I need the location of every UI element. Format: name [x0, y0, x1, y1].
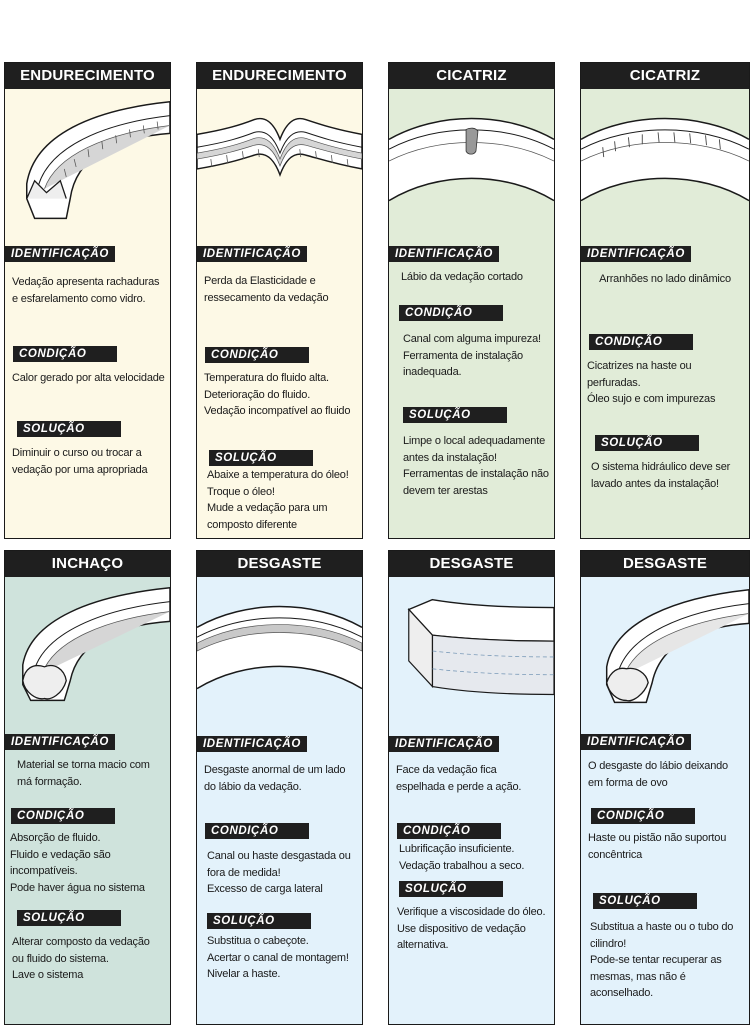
- card-inchaco: INCHAÇO IDENTIFICAÇÃO Material se torna …: [4, 550, 171, 1025]
- card-title: INCHAÇO: [5, 551, 170, 577]
- solucao-label: SOLUÇÃO: [403, 407, 507, 423]
- solucao-text: Diminuir o curso ou trocar a vedação por…: [12, 447, 148, 476]
- solucao-label: SOLUÇÃO: [209, 450, 313, 466]
- seal-block-polished-face-icon: [389, 577, 554, 727]
- card-title: ENDURECIMENTO: [5, 63, 170, 89]
- solucao-label: SOLUÇÃO: [17, 910, 121, 926]
- card-endurecimento-2: ENDURECIMENTO IDENTIFICAÇÃO Perda da Ela…: [196, 62, 363, 539]
- card-cicatriz-2: CICATRIZ IDENTIFICAÇÃO Arranhões no lado…: [580, 62, 750, 539]
- card-title: CICATRIZ: [389, 63, 554, 89]
- identificacao-label: IDENTIFICAÇÃO: [197, 736, 307, 752]
- identificacao-text: Face da vedação fica espelhada e perde a…: [396, 764, 522, 793]
- condicao-text: Lubrificação insuficiente. Vedação traba…: [399, 843, 525, 872]
- identificacao-text: Desgaste anormal de um lado do lábio da …: [204, 764, 346, 793]
- solucao-text: Substitua o cabeçote. Acertar o canal de…: [207, 935, 349, 980]
- identificacao-label: IDENTIFICAÇÃO: [581, 246, 691, 262]
- solucao-label: SOLUÇÃO: [17, 421, 121, 437]
- identificacao-text: Vedação apresenta rachaduras e esfarelam…: [12, 276, 160, 305]
- card-title: DESGASTE: [197, 551, 362, 577]
- identificacao-text: Material se torna macio com má formação.: [17, 759, 150, 788]
- identificacao-label: IDENTIFICAÇÃO: [581, 734, 691, 750]
- condicao-text: Haste ou pistão não suportou concêntrica: [588, 832, 727, 861]
- seal-half-ring-swollen-icon: [5, 577, 170, 727]
- seal-half-ring-egg-shaped-icon: [581, 577, 749, 727]
- condicao-text: Canal ou haste desgastada ou fora de med…: [207, 850, 351, 895]
- seal-arc-worn-side-icon: [197, 577, 362, 727]
- condicao-text: Calor gerado por alta velocidade: [12, 372, 165, 384]
- solucao-label: SOLUÇÃO: [207, 913, 311, 929]
- condicao-text: Temperatura do fluido alta. Deterioração…: [204, 372, 351, 417]
- condicao-label: CONDIÇÃO: [13, 346, 117, 362]
- card-cicatriz-1: CICATRIZ IDENTIFICAÇÃO Lábio da vedação …: [388, 62, 555, 539]
- condicao-text: Canal com alguma impureza! Ferramenta de…: [403, 333, 541, 378]
- card-title: DESGASTE: [581, 551, 749, 577]
- condicao-label: CONDIÇÃO: [11, 808, 115, 824]
- identificacao-text: Lábio da vedação cortado: [401, 271, 523, 283]
- seal-half-ring-cracked-icon: [5, 89, 170, 239]
- identificacao-label: IDENTIFICAÇÃO: [5, 246, 115, 262]
- seal-arc-cut-lip-icon: [389, 89, 554, 239]
- card-desgaste-3: DESGASTE IDENTIFICAÇÃO O desgaste do láb…: [580, 550, 750, 1025]
- solucao-label: SOLUÇÃO: [593, 893, 697, 909]
- condicao-label: CONDIÇÃO: [591, 808, 695, 824]
- solucao-text: Verifique a viscosidade do óleo. Use dis…: [397, 906, 546, 951]
- card-desgaste-1: DESGASTE IDENTIFICAÇÃO Desgaste anormal …: [196, 550, 363, 1025]
- condicao-label: CONDIÇÃO: [205, 823, 309, 839]
- card-desgaste-2: DESGASTE IDENTIFICAÇÃO Face da vedação f…: [388, 550, 555, 1025]
- card-title: DESGASTE: [389, 551, 554, 577]
- identificacao-label: IDENTIFICAÇÃO: [389, 246, 499, 262]
- solucao-text: Substitua a haste ou o tubo do cilindro!…: [590, 921, 734, 999]
- solucao-text: O sistema hidráulico deve ser lavado ant…: [591, 461, 731, 490]
- solucao-text: Abaixe a temperatura do óleo! Troque o ó…: [207, 469, 349, 531]
- card-title: CICATRIZ: [581, 63, 749, 89]
- solucao-label: SOLUÇÃO: [595, 435, 699, 451]
- solucao-text: Limpe o local adequadamente antes da ins…: [403, 435, 549, 497]
- solucao-text: Alterar composto da vedação ou fluido do…: [12, 936, 150, 981]
- identificacao-label: IDENTIFICAÇÃO: [389, 736, 499, 752]
- seal-arc-scratched-icon: [581, 89, 749, 239]
- identificacao-label: IDENTIFICAÇÃO: [197, 246, 307, 262]
- condicao-label: CONDIÇÃO: [589, 334, 693, 350]
- condicao-text: Cicatrizes na haste ou perfuradas. Óleo …: [587, 360, 716, 405]
- solucao-label: SOLUÇÃO: [399, 881, 503, 897]
- identificacao-text: O desgaste do lábio deixando em forma de…: [588, 760, 728, 789]
- condicao-label: CONDIÇÃO: [205, 347, 309, 363]
- card-endurecimento-1: ENDURECIMENTO IDENTIFICAÇÃO Vedação apre…: [4, 62, 171, 539]
- identificacao-text: Arranhões no lado dinâmico: [599, 273, 731, 285]
- condicao-label: CONDIÇÃO: [399, 305, 503, 321]
- identificacao-text: Perda da Elasticidade e ressecamento da …: [204, 275, 329, 304]
- identificacao-label: IDENTIFICAÇÃO: [5, 734, 115, 750]
- card-title: ENDURECIMENTO: [197, 63, 362, 89]
- condicao-text: Absorção de fluido. Fluido e vedação são…: [10, 832, 145, 894]
- condicao-label: CONDIÇÃO: [397, 823, 501, 839]
- seal-wavy-band-cracked-icon: [197, 89, 362, 239]
